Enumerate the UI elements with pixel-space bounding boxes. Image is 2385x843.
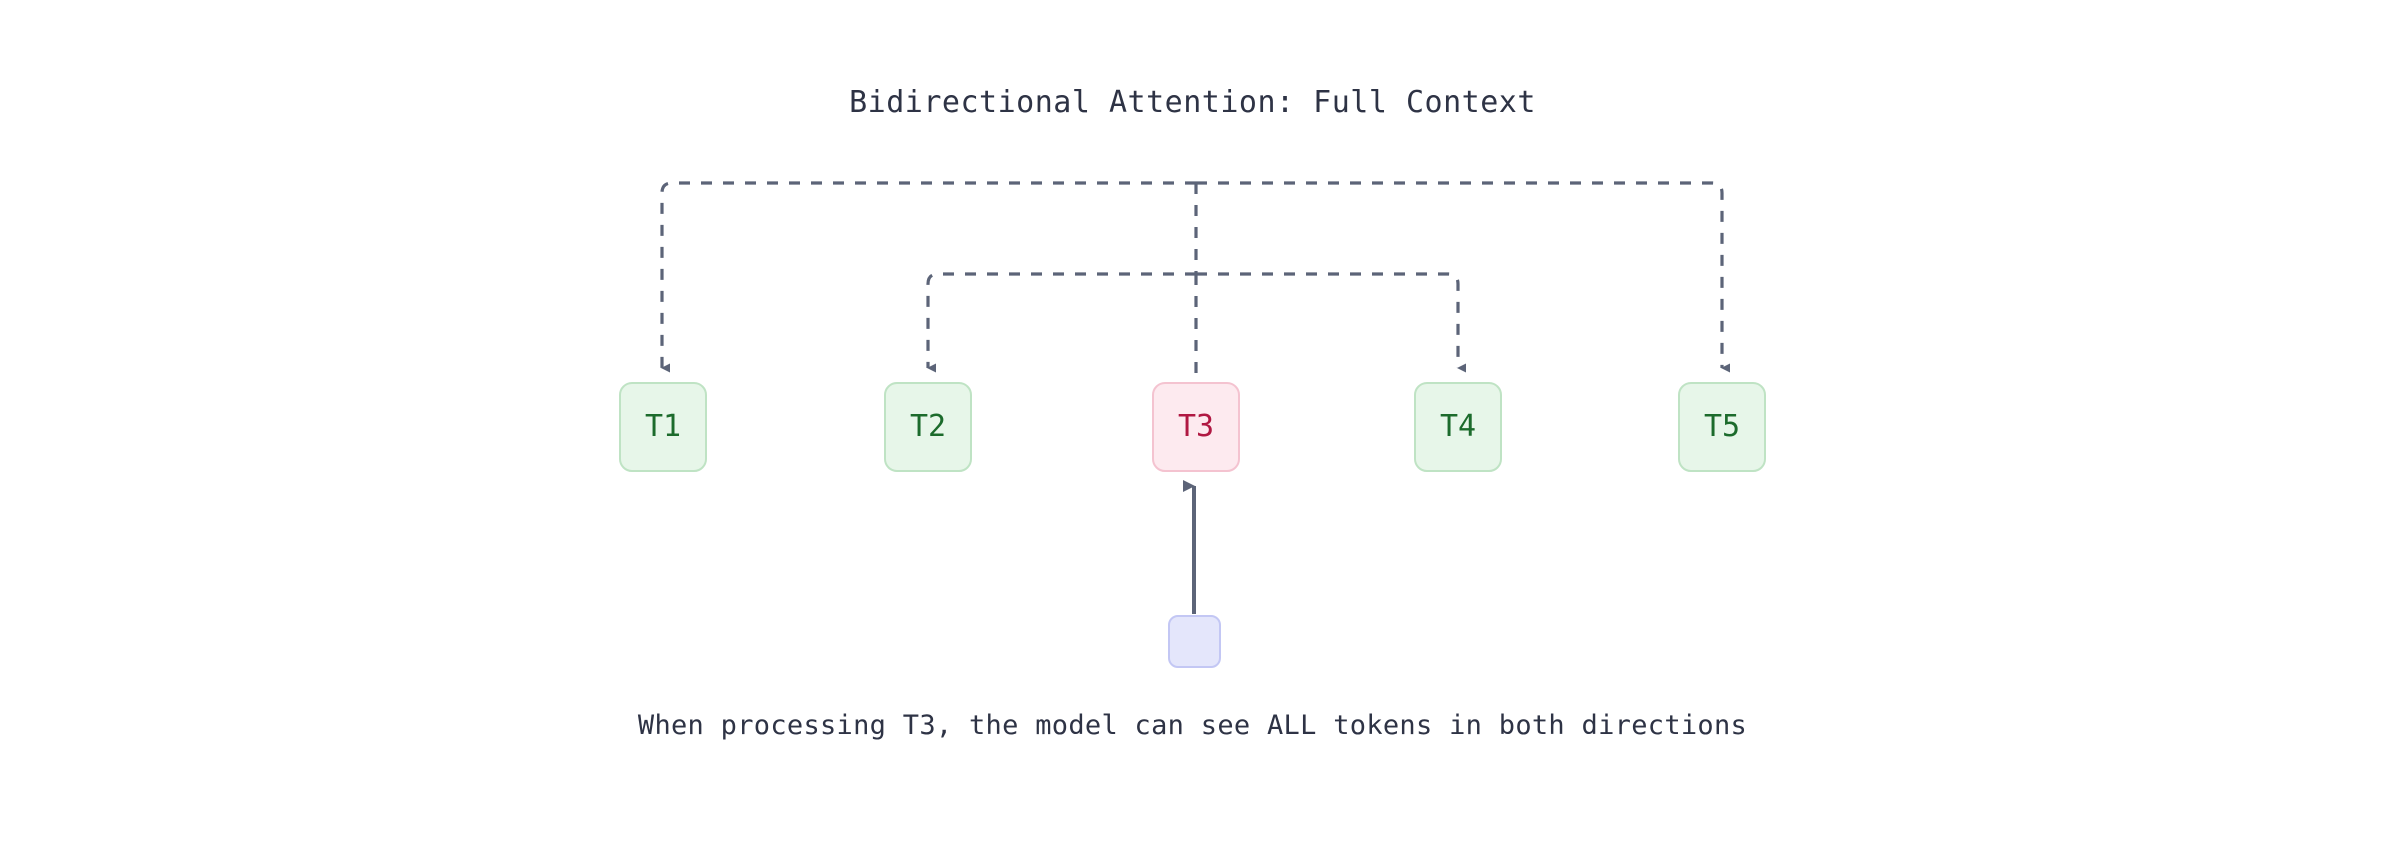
- token-label: T3: [1177, 409, 1215, 444]
- page-title: Bidirectional Attention: Full Context: [849, 85, 1536, 120]
- attention-arrow-t3-to-t2: [926, 272, 1196, 373]
- attention-arrow-t3-to-t1: [660, 181, 1196, 373]
- token-label: T1: [644, 409, 682, 444]
- query-box[interactable]: [1168, 615, 1221, 668]
- token-label: T5: [1703, 409, 1741, 444]
- token-box-t3[interactable]: T3: [1152, 382, 1240, 472]
- attention-arrow-t3-to-t4: [1196, 272, 1466, 373]
- token-box-t2[interactable]: T2: [884, 382, 972, 472]
- attention-arrow-t3-to-t5: [1196, 181, 1730, 373]
- token-box-t5[interactable]: T5: [1678, 382, 1766, 472]
- token-box-t4[interactable]: T4: [1414, 382, 1502, 472]
- token-box-t1[interactable]: T1: [619, 382, 707, 472]
- token-label: T4: [1439, 409, 1477, 444]
- token-label: T2: [909, 409, 947, 444]
- diagram-caption: When processing T3, the model can see AL…: [637, 710, 1748, 741]
